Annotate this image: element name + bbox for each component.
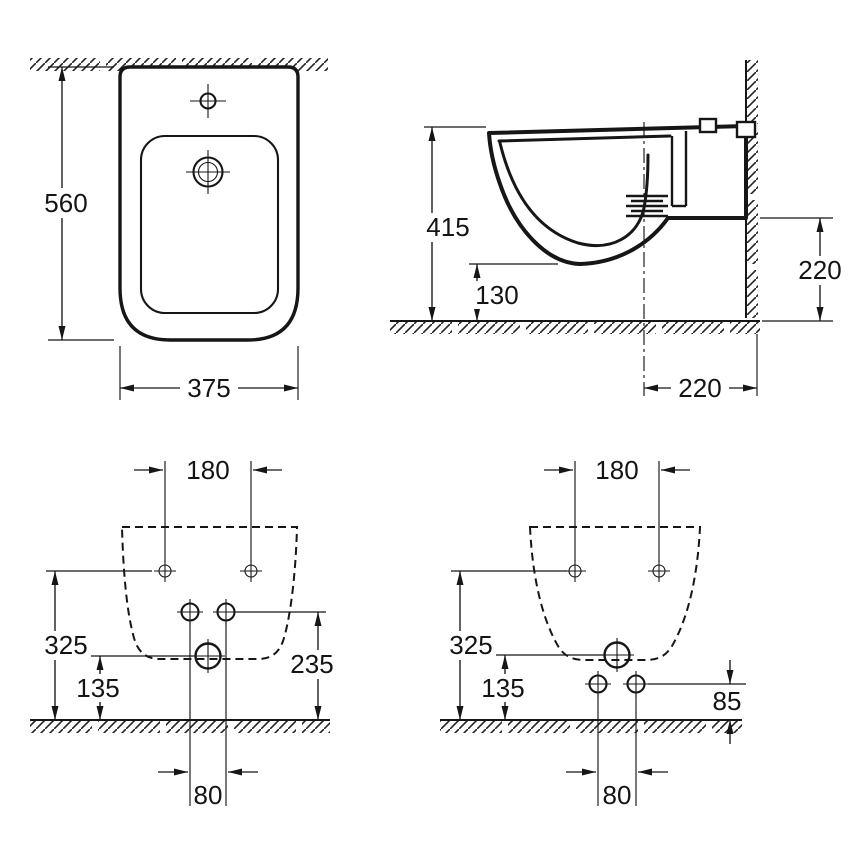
rim-inner-line — [497, 134, 672, 143]
dim-label-inlet-spacing: 80 — [603, 780, 632, 810]
label-bg — [671, 374, 729, 403]
side-view: 415 130 220 220 — [390, 60, 849, 403]
bidet-profile — [487, 124, 748, 266]
drain-corrugation — [626, 194, 668, 218]
tap-hole — [190, 84, 226, 118]
inlet-hole — [213, 599, 239, 625]
dim-label-outlet-to-wall: 220 — [678, 373, 721, 403]
dim-85: 85 — [648, 660, 748, 744]
dim-180: 180 — [134, 455, 282, 561]
floor-hatch — [440, 719, 742, 733]
label-bg — [475, 674, 531, 702]
dim-560: 560 — [38, 66, 114, 341]
dim-label-inlet-height: 85 — [713, 686, 742, 716]
fixing-hole — [240, 560, 262, 582]
rear-view-right: 180 325 135 85 80 — [440, 455, 748, 810]
drain-hole — [191, 639, 225, 673]
fixing-hole — [154, 560, 176, 582]
dim-label-inlet-spacing: 80 — [194, 780, 223, 810]
dim-220-outlet-height: 220 — [760, 217, 849, 322]
bowl-inner-curve — [498, 141, 650, 248]
dim-label-fixing-height: 325 — [44, 630, 87, 660]
dim-label-fixing-spacing: 180 — [186, 455, 229, 485]
fixing-hole — [648, 560, 670, 582]
label-bg — [706, 688, 748, 715]
label-bg — [180, 374, 238, 403]
dim-label-plan-depth: 560 — [44, 188, 87, 218]
dim-label-inlet-height: 235 — [290, 649, 333, 679]
dim-label-rim-height: 415 — [426, 212, 469, 242]
dim-label-drain-height: 135 — [76, 673, 119, 703]
dim-325: 325 — [37, 570, 152, 720]
floor-hatch — [30, 719, 330, 733]
dim-235: 235 — [236, 611, 341, 720]
floor-hatch — [390, 320, 760, 334]
label-bg — [38, 188, 94, 218]
drain-hole — [600, 638, 634, 672]
bidet-rear-outline — [528, 526, 702, 661]
label-bg — [283, 650, 341, 679]
inlet-hole — [623, 671, 649, 697]
dim-220-outlet-to-wall: 220 — [644, 334, 758, 403]
label-bg — [469, 281, 525, 309]
dim-label-clearance: 130 — [475, 280, 518, 310]
fixing-hole — [564, 560, 586, 582]
dim-135: 135 — [475, 654, 603, 720]
bidet-rear-outline — [120, 526, 299, 660]
dim-label-drain-height: 135 — [481, 673, 524, 703]
rear-view-left: 180 325 135 235 80 — [30, 455, 341, 810]
dim-80: 80 — [158, 622, 258, 810]
back-structure — [670, 131, 688, 208]
dim-375: 375 — [119, 346, 299, 403]
label-bg — [70, 674, 126, 702]
dim-label-plan-width: 375 — [187, 373, 230, 403]
bidet-basin-outline — [139, 134, 280, 315]
dim-label-fixing-spacing: 180 — [595, 455, 638, 485]
dim-label-fixing-height: 325 — [449, 630, 492, 660]
inlet-hole — [585, 671, 611, 697]
label-bg — [419, 213, 477, 242]
dim-135: 135 — [70, 655, 194, 720]
dim-label-outlet-height: 220 — [798, 255, 841, 285]
plan-view: 560 375 — [30, 58, 328, 403]
wall-fixing-box — [735, 120, 757, 139]
dim-325: 325 — [442, 570, 567, 720]
inlet-hole — [177, 599, 203, 625]
dim-80: 80 — [566, 694, 668, 810]
label-bg — [791, 256, 849, 285]
label-bg — [37, 631, 95, 660]
dim-130: 130 — [469, 263, 558, 321]
dim-180: 180 — [544, 455, 690, 561]
dim-415: 415 — [419, 126, 486, 321]
drain-hole — [186, 150, 230, 194]
tap-hole-box — [698, 117, 718, 134]
label-bg — [442, 631, 500, 660]
